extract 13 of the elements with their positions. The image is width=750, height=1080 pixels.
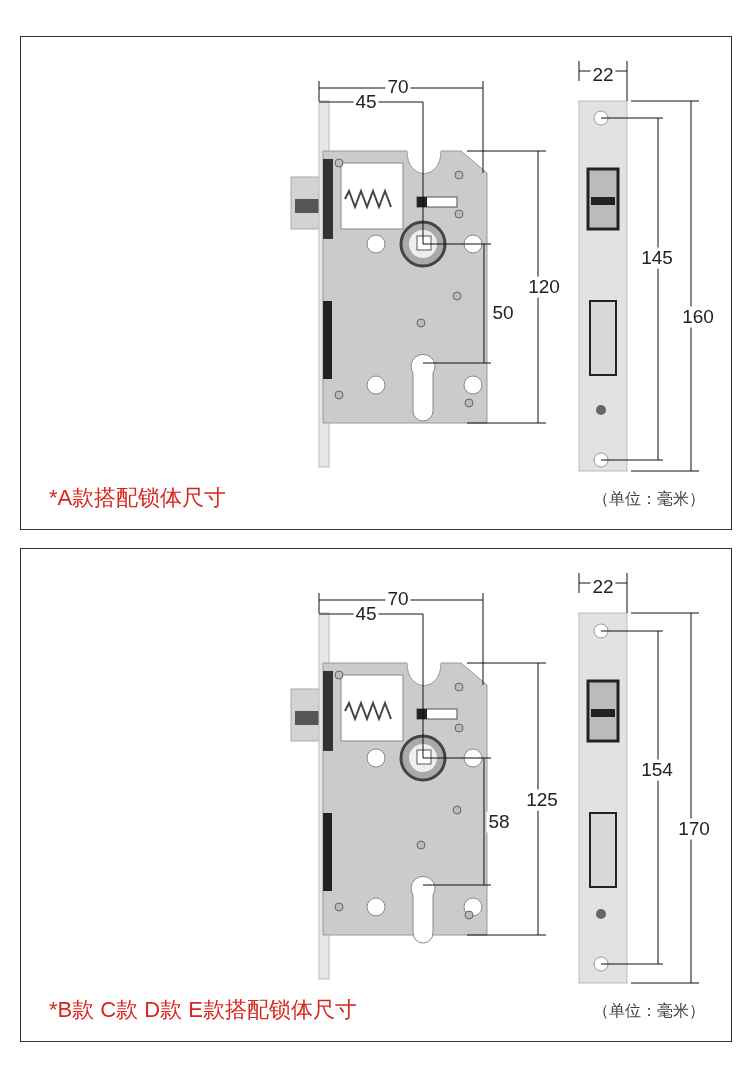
unit-note: （单位：毫米） (593, 489, 705, 509)
section-title: *B款 C款 D款 E款搭配锁体尺寸 (49, 996, 358, 1024)
dimension-value: 170 (676, 818, 712, 840)
unit-note: （单位：毫米） (593, 1001, 705, 1021)
dimension-value: 154 (639, 759, 675, 781)
dimension-value: 160 (680, 306, 716, 328)
panel-frame (20, 36, 732, 530)
dimension-value: 58 (486, 811, 512, 833)
panel-frame (20, 548, 732, 1042)
dimension-value: 125 (524, 789, 560, 811)
section-title: *A款搭配锁体尺寸 (49, 484, 227, 512)
dimension-value: 145 (639, 247, 675, 269)
dimension-value: 120 (526, 276, 562, 298)
